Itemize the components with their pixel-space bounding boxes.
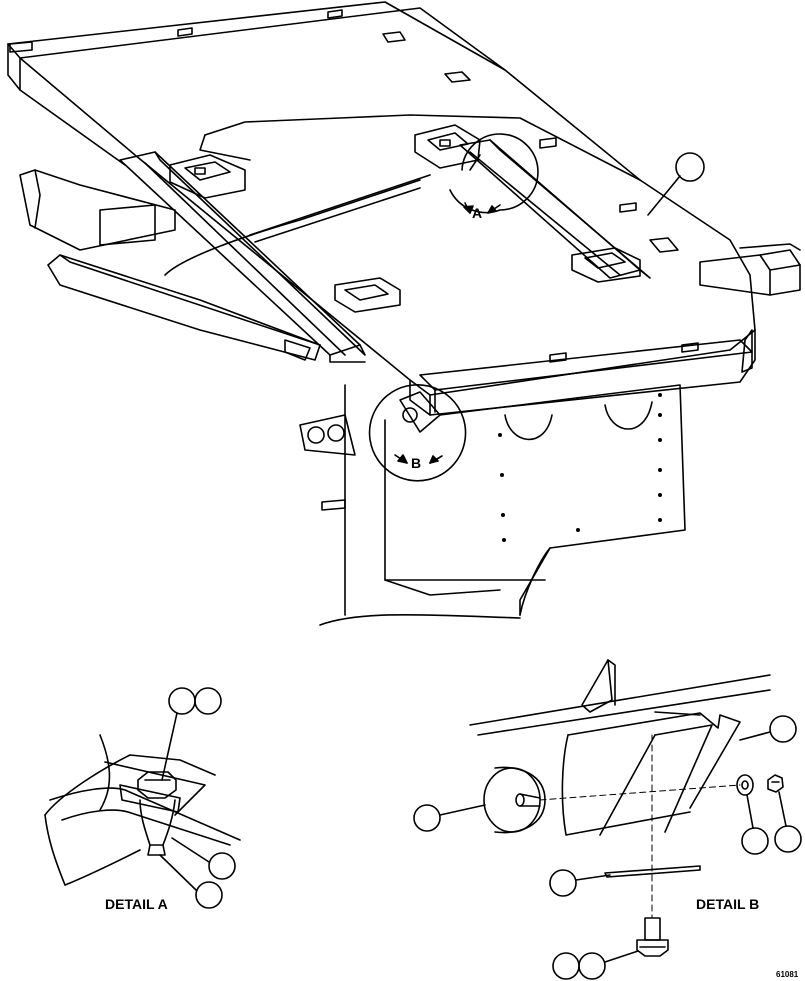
detail-b-centerlines [539,734,741,919]
callout-balloon-main [675,152,705,182]
detail-a-balloons [159,687,236,909]
right-step-tube [699,243,801,373]
mount-pads [169,124,641,313]
floor-plate [7,1,756,416]
callout-letter-a: A [472,205,482,221]
right-rail [459,139,651,279]
detail-a-circle [449,133,539,214]
detail-a-drawing [44,734,241,886]
left-frame [19,169,431,361]
callout-letter-b: B [411,455,421,471]
detail-b-balloons [413,715,802,980]
lower-chassis [299,384,686,626]
detail-b-drawing [469,659,784,957]
cross-tube [119,151,366,363]
detail-b-title: DETAIL B [696,896,759,912]
chassis-holes [498,393,662,542]
platform-tabs [9,9,699,363]
detail-b-circle [368,384,467,482]
front-bar [419,339,753,413]
bolt-b-location [399,391,441,433]
figure-code: 61081 [776,970,799,979]
detail-a-title: DETAIL A [105,896,168,912]
